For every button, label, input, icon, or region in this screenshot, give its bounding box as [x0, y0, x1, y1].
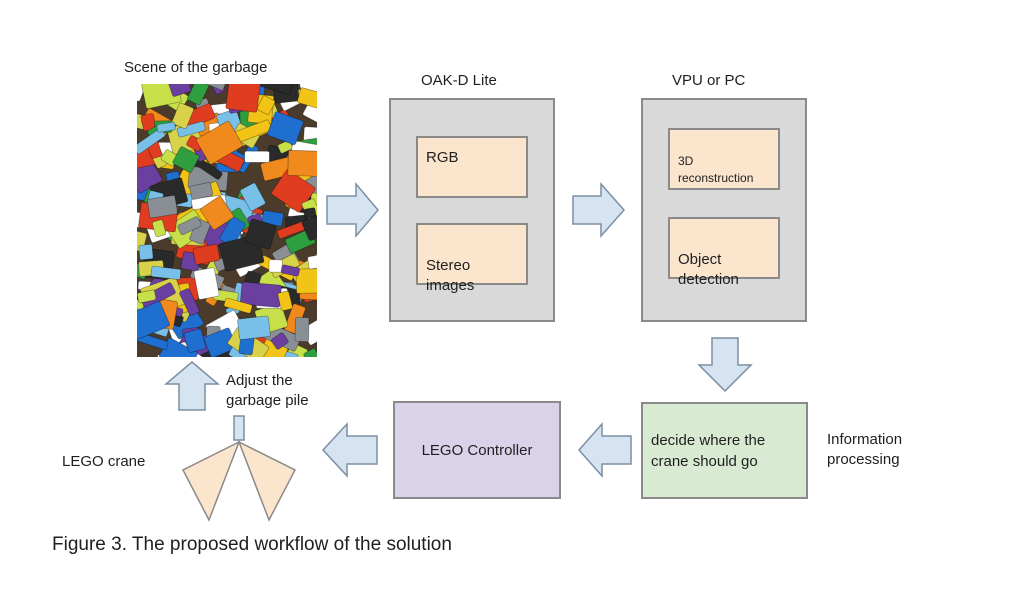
- lego-crane-icon: [181, 415, 297, 522]
- lego-brick: [171, 102, 195, 129]
- lego-brick: [146, 195, 178, 219]
- crane-label: LEGO crane: [62, 453, 146, 470]
- arrow-controller-to-crane-icon: [321, 422, 378, 478]
- lego-brick: [244, 218, 277, 250]
- arrow-scene-to-oak-icon: [326, 181, 379, 239]
- lego-brick: [177, 216, 202, 236]
- lego-brick: [267, 111, 304, 146]
- rgb-label: RGB: [426, 149, 459, 166]
- stereo-label: Stereo images: [426, 257, 475, 294]
- rgb-box: RGB: [416, 136, 528, 198]
- detection-label: Object detection: [678, 251, 739, 288]
- lego-brick: [225, 84, 261, 113]
- lego-brick: [303, 207, 317, 219]
- garbage-scene-image: [137, 84, 317, 357]
- lego-brick: [237, 315, 271, 340]
- lego-brick: [277, 290, 293, 312]
- lego-brick: [137, 289, 157, 304]
- lego-brick: [256, 95, 276, 115]
- reconstruction-box: 3D reconstruction: [668, 128, 780, 190]
- lego-brick: [200, 195, 234, 231]
- lego-brick: [195, 120, 243, 165]
- lego-brick: [297, 87, 317, 112]
- object-detection-box: Object detection: [668, 217, 780, 288]
- lego-brick: [271, 332, 289, 350]
- lego-brick: [277, 140, 294, 154]
- lego-brick: [280, 264, 301, 277]
- lego-brick: [138, 243, 154, 261]
- decide-box: decide where the crane should go: [641, 402, 808, 499]
- lego-brick: [295, 267, 317, 294]
- oak-title: OAK-D Lite: [421, 72, 497, 89]
- lego-brick: [287, 149, 317, 177]
- adjust-label: Adjust the garbage pile: [226, 372, 309, 409]
- lego-brick: [183, 328, 207, 354]
- lego-brick: [301, 212, 317, 241]
- lego-brick: [172, 146, 200, 173]
- lego-controller-box: LEGO Controller: [393, 401, 561, 499]
- information-processing-label: Information processing: [827, 431, 903, 468]
- lego-brick: [189, 182, 214, 200]
- figure-caption: Figure 3. The proposed workflow of the s…: [52, 534, 452, 555]
- lego-brick: [239, 182, 266, 212]
- lego-brick: [193, 267, 220, 300]
- lego-brick: [307, 251, 317, 270]
- lego-brick: [244, 150, 270, 163]
- lego-brick: [176, 121, 206, 138]
- lego-brick: [223, 297, 253, 314]
- lego-brick: [167, 84, 192, 97]
- vpu-title: VPU or PC: [672, 72, 746, 89]
- lego-brick: [270, 169, 316, 213]
- lego-brick: [192, 243, 221, 265]
- lego-brick: [179, 288, 200, 316]
- lego-pile-picture: [137, 84, 317, 357]
- lego-brick: [150, 265, 182, 280]
- arrow-decide-to-controller-icon: [577, 422, 632, 478]
- lego-brick: [137, 84, 146, 102]
- arrow-crane-to-scene-icon: [163, 361, 221, 411]
- controller-label: LEGO Controller: [421, 441, 533, 459]
- lego-brick: [137, 301, 170, 341]
- arrow-oak-to-vpu-icon: [572, 182, 626, 238]
- scene-label: Scene of the garbage: [124, 59, 268, 76]
- lego-brick: [203, 84, 227, 91]
- stereo-images-box: Stereo images: [416, 223, 528, 294]
- reconstruction-label: 3D reconstruction: [678, 154, 754, 185]
- lego-brick: [258, 84, 293, 95]
- lego-brick: [187, 84, 210, 106]
- arrow-vpu-to-decide-icon: [697, 337, 753, 393]
- lego-brick: [140, 282, 176, 309]
- lego-brick: [152, 219, 167, 238]
- lego-brick: [294, 317, 310, 342]
- lego-brick: [156, 121, 176, 133]
- lego-brick: [298, 84, 317, 96]
- decide-label: decide where the crane should go: [651, 431, 766, 470]
- lego-brick: [303, 347, 317, 357]
